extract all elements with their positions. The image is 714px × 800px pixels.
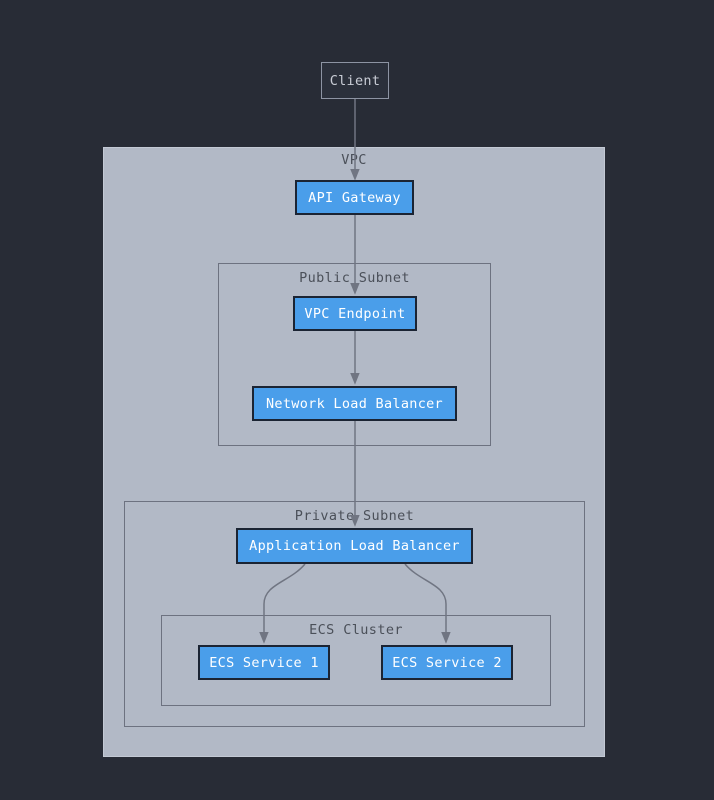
node-network-load-balancer[interactable]: Network Load Balancer: [252, 386, 457, 421]
container-ecs-cluster-label: ECS Cluster: [309, 622, 403, 638]
container-private-subnet-label: Private Subnet: [294, 508, 415, 524]
container-vpc-label: VPC: [341, 152, 367, 168]
node-network-load-balancer-label: Network Load Balancer: [266, 395, 443, 412]
container-vpc: VPC: [103, 147, 605, 757]
node-application-load-balancer[interactable]: Application Load Balancer: [236, 528, 473, 564]
node-ecs-service-1[interactable]: ECS Service 1: [198, 645, 330, 680]
node-api-gateway[interactable]: API Gateway: [295, 180, 414, 215]
node-vpc-endpoint-label: VPC Endpoint: [304, 305, 406, 322]
node-client-label: Client: [329, 72, 381, 89]
node-client[interactable]: Client: [321, 62, 389, 99]
container-public-subnet-label: Public Subnet: [299, 270, 410, 286]
node-application-load-balancer-label: Application Load Balancer: [249, 538, 460, 554]
container-ecs-cluster: ECS Cluster: [161, 615, 551, 706]
node-api-gateway-label: API Gateway: [308, 189, 401, 206]
node-ecs-service-2[interactable]: ECS Service 2: [381, 645, 513, 680]
node-ecs-service-1-label: ECS Service 1: [209, 654, 319, 671]
node-vpc-endpoint[interactable]: VPC Endpoint: [293, 296, 417, 331]
node-ecs-service-2-label: ECS Service 2: [392, 654, 502, 671]
